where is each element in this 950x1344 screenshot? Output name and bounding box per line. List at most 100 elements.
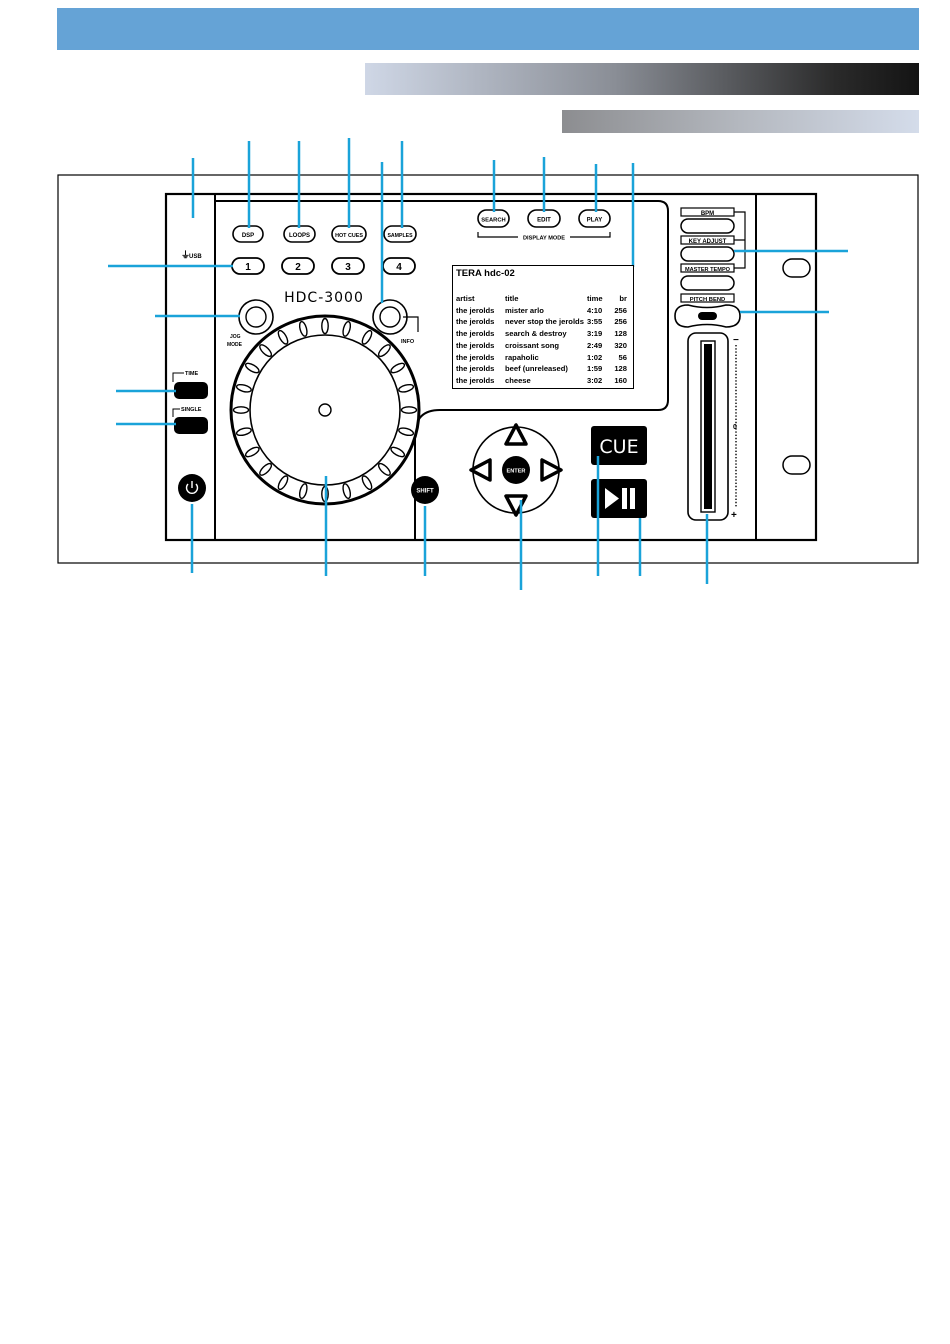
edit-label: EDIT [537, 218, 551, 224]
power-icon [185, 483, 199, 494]
cue-button[interactable]: CUE [591, 426, 647, 465]
jog-wheel-grip [390, 446, 406, 458]
hot-cues-button[interactable]: HOT CUES [331, 225, 367, 243]
key-adjust-button[interactable]: KEY ADJUST [680, 235, 735, 245]
number-button-4[interactable]: 4 [382, 257, 416, 275]
pitch-bend-rocker[interactable] [674, 304, 741, 328]
number-button-3[interactable]: 3 [331, 257, 365, 275]
track-row[interactable]: the jerolds search & destroy 3:19 128 [455, 328, 628, 340]
track-row[interactable]: the jerolds mister arlo 4:10 256 [455, 305, 628, 317]
bpm-pad[interactable] [680, 218, 735, 234]
shift-button[interactable]: SHIFT [411, 476, 439, 504]
loops-button[interactable]: LOOPS [283, 225, 316, 243]
callout-lines [108, 138, 848, 590]
number-3-label: 3 [345, 262, 351, 273]
info-bracket [403, 316, 419, 332]
model-name: HDC-3000 [284, 290, 364, 306]
track-bitrate: 320 [614, 340, 627, 350]
display-mode-label: DISPLAY MODE [523, 236, 565, 242]
play-mode-button[interactable]: PLAY [578, 209, 611, 228]
display-mode-bracket [477, 232, 611, 238]
display-panel-outline [215, 200, 669, 540]
single-label: SINGLE [181, 407, 202, 413]
enter-label: ENTER [507, 469, 526, 475]
loops-label: LOOPS [289, 233, 310, 239]
track-time: 4:10 [587, 305, 603, 315]
jog-wheel[interactable] [229, 314, 421, 506]
master-tempo-button[interactable]: MASTER TEMPO [680, 263, 735, 273]
jog-wheel-grip [400, 406, 418, 414]
jog-wheel-grip [342, 320, 352, 337]
pitch-bend-label: PITCH BEND [690, 297, 725, 303]
usb-icon: ⏚ [181, 250, 190, 260]
jog-wheel-grip [361, 475, 373, 491]
bpm-button[interactable]: BPM [680, 207, 735, 217]
track-row[interactable]: the jerolds never stop the jerolds 3:55 … [455, 316, 628, 328]
pitch-bend-label-box: PITCH BEND [680, 293, 735, 303]
edit-button[interactable]: EDIT [527, 209, 561, 228]
track-artist: the jerolds [456, 329, 495, 339]
column-artist: artist [456, 294, 475, 303]
column-title: title [505, 294, 519, 303]
jog-mode-label-1: JOG [230, 334, 241, 340]
track-row[interactable]: the jerolds croissant song 2:49 320 [455, 340, 628, 352]
diagram-frame [57, 174, 919, 564]
jog-wheel-grip [277, 475, 289, 491]
track-title: never stop the jerolds [505, 317, 584, 327]
dsp-label: DSP [242, 233, 254, 239]
pitch-slider[interactable] [687, 332, 729, 521]
master-tempo-pad[interactable] [680, 275, 735, 291]
single-button[interactable] [174, 417, 208, 434]
rack-hole-bottom [782, 455, 811, 475]
nav-up-arrow-icon[interactable] [504, 423, 528, 446]
search-label: SEARCH [481, 218, 505, 224]
search-button[interactable]: SEARCH [477, 209, 510, 228]
track-bitrate: 128 [614, 364, 627, 374]
track-row[interactable]: the jerolds beef (unreleased) 1:59 128 [455, 363, 628, 375]
track-row[interactable]: the jerolds cheese 3:02 160 [455, 375, 628, 387]
jog-mode-button[interactable] [238, 299, 274, 335]
track-time: 1:59 [587, 364, 603, 374]
key-adjust-label: KEY ADJUST [689, 239, 727, 245]
track-time: 3:19 [587, 329, 603, 339]
rack-hole-top [782, 258, 811, 278]
power-button[interactable] [178, 474, 206, 502]
play-pause-button[interactable] [591, 479, 647, 518]
pause-icon-bar-1 [622, 488, 627, 509]
lcd-display: TERA hdc-02 artist title time br the jer… [452, 265, 634, 389]
enter-button[interactable]: ENTER [502, 456, 530, 484]
number-button-1[interactable]: 1 [231, 257, 265, 275]
master-tempo-label: MASTER TEMPO [685, 267, 731, 273]
track-bitrate: 128 [614, 329, 627, 339]
jog-wheel-grip [235, 383, 252, 393]
pitch-zero-label: 0 [733, 424, 737, 431]
number-button-2[interactable]: 2 [281, 257, 315, 275]
track-time: 3:02 [587, 375, 603, 385]
display-title: TERA hdc-02 [456, 268, 515, 279]
info-knob[interactable] [372, 299, 408, 335]
jog-wheel-center [318, 403, 332, 417]
track-row[interactable]: the jerolds rapaholic 1:02 56 [455, 352, 628, 364]
track-title: search & destroy [505, 329, 567, 339]
tempo-bracket [734, 211, 746, 269]
jog-mode-label-2: MODE [227, 342, 243, 348]
jog-wheel-grip [298, 320, 308, 337]
jog-wheel-grip [259, 462, 273, 476]
dsp-button[interactable]: DSP [232, 225, 264, 243]
single-bracket [172, 408, 180, 417]
track-time: 3:55 [587, 317, 603, 327]
nav-left-arrow-icon[interactable] [469, 458, 492, 482]
jog-wheel-grip [398, 383, 415, 393]
track-time: 2:49 [587, 340, 603, 350]
key-adjust-pad[interactable] [680, 246, 735, 262]
nav-right-arrow-icon[interactable] [540, 458, 563, 482]
jog-wheel-grip [244, 362, 260, 374]
jog-wheel-grip [277, 329, 289, 345]
track-artist: the jerolds [456, 352, 495, 362]
track-artist: the jerolds [456, 317, 495, 327]
time-button[interactable] [174, 382, 208, 399]
samples-button[interactable]: SAMPLES [383, 225, 417, 243]
jog-wheel-grip [390, 362, 406, 374]
jog-wheel-grip [377, 344, 391, 358]
